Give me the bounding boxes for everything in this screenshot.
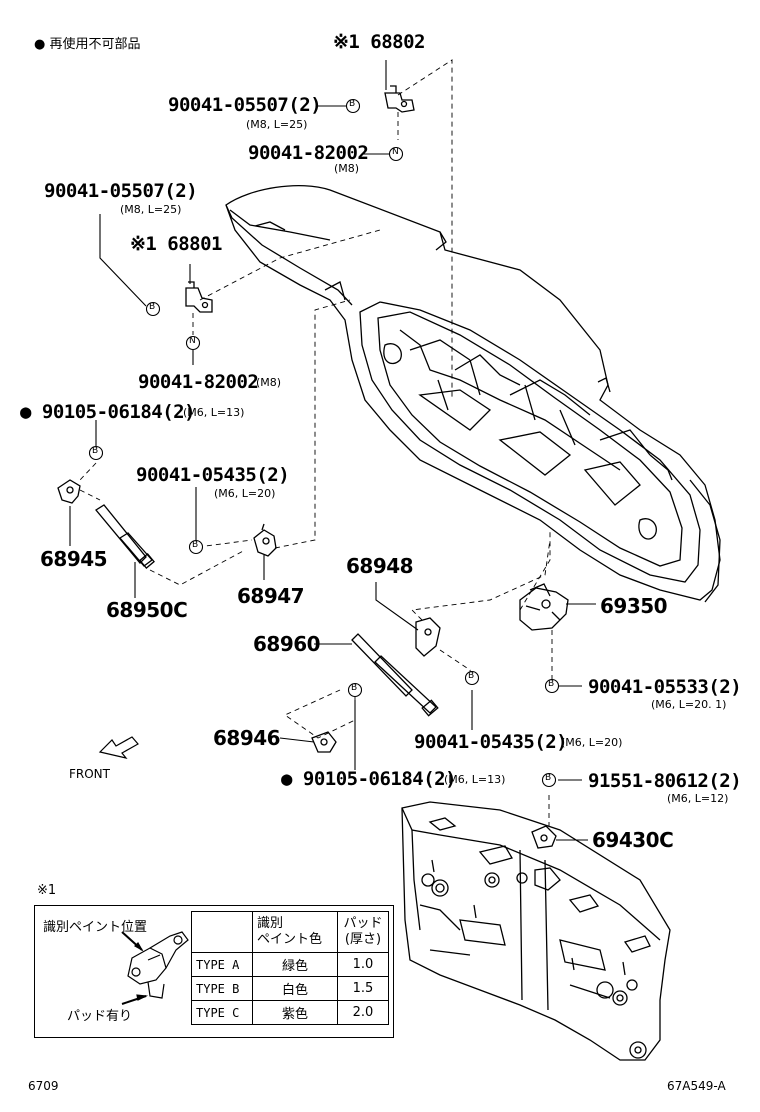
part-label-nut-lh: 90041-82002 [138,371,259,393]
legend-pad-cell: 1.0 [337,952,389,977]
part-spec-bolt-rh: (M8, L=25) [246,118,308,131]
bolt-callout-bracket-l [188,539,204,555]
non-reusable-note: ● 再使用不可部品 [34,37,141,52]
stud-callout-lower [347,682,363,698]
nut-callout-letter: N [189,336,196,346]
bolt-callout-letter: B [349,99,356,109]
nut-callout-rh [388,146,404,162]
striker-69430c [531,825,557,849]
stud-callout-upper [88,445,104,461]
part-label-bolt-lock: 90041-05533(2) [588,676,742,698]
bracket-68947 [253,523,277,557]
part-spec-bolt-bracket-l: (M6, L=20) [214,487,276,500]
legend-header-paint: 識別 ペイント色 [252,911,338,953]
legend-row: TYPE A 緑色 1.0 [191,952,389,977]
legend-pad-present: パッド有り [67,1009,133,1024]
bolt-callout-letter: B [548,679,555,689]
part-label-nut-rh: 90041-82002 [248,142,369,164]
bolt-callout-rh [345,98,361,114]
legend-row: TYPE B 白色 1.5 [191,976,389,1001]
part-label-bolt-striker: 91551-80612(2) [588,770,742,792]
legend-header-empty [191,911,253,953]
stay-68960 [351,633,439,717]
rear-body-panel [401,801,671,1061]
bracket-68948 [415,617,441,657]
bolt-callout-letter: B [351,683,358,693]
part-label-stud-lower: ● 90105-06184(2) [281,768,457,790]
footer-illustration-code: 67A549-A [667,1079,726,1093]
stay-68950c [95,504,155,569]
legend-hinge-illustration [121,931,189,1005]
nut-callout-letter: N [392,147,399,157]
part-label-bolt-bracket-r: 90041-05435(2) [414,731,568,753]
legend-paint-position: 識別ペイント位置 [43,920,148,935]
part-label-bolt-lh: 90041-05507(2) [44,180,198,202]
part-spec-stud-lower: (M6, L=13) [444,773,506,786]
part-spec-bolt-lock: (M6, L=20. 1) [651,698,727,711]
legend-table-header: 識別 ペイント色 パッド (厚さ) [191,911,389,953]
part-label-68945: 68945 [40,547,108,571]
front-arrow [98,736,139,759]
part-label-68802: ※1 68802 [333,31,426,53]
part-label-68946: 68946 [213,726,281,750]
legend-row: TYPE C 紫色 2.0 [191,1000,389,1025]
bolt-callout-bracket-r [464,670,480,686]
part-label-68801: ※1 68801 [130,233,223,255]
legend-color-cell: 紫色 [252,1000,338,1025]
bolt-callout-lh [145,301,161,317]
part-spec-nut-lh: (M8) [256,376,282,389]
part-label-68950c: 68950C [106,598,188,622]
part-label-69350: 69350 [600,594,668,618]
legend-type-table: 識別 ペイント色 パッド (厚さ) TYPE A 緑色 1.0 TYPE B 白… [191,911,389,1025]
part-label-stud-upper: ● 90105-06184(2) [20,401,196,423]
part-label-68947: 68947 [237,584,305,608]
hinge-68801 [185,281,213,313]
bracket-68946 [311,731,337,753]
legend-marker: ※1 [37,883,57,898]
bolt-callout-letter: B [92,446,99,456]
legend-type-cell: TYPE A [191,952,253,977]
bolt-callout-letter: B [468,671,475,681]
lock-69350 [519,583,569,631]
legend-type-cell: TYPE B [191,976,253,1001]
part-label-68948: 68948 [346,554,414,578]
bolt-callout-letter: B [545,773,552,783]
legend-pad-cell: 2.0 [337,1000,389,1025]
legend-box [34,905,394,1038]
part-spec-stud-upper: (M6, L=13) [183,406,245,419]
front-label: FRONT [69,767,110,781]
bolt-callout-lock [544,678,560,694]
part-spec-bolt-lh: (M8, L=25) [120,203,182,216]
bolt-callout-letter: B [149,302,156,312]
bolt-callout-letter: B [192,540,199,550]
part-label-69430c: 69430C [592,828,674,852]
legend-pad-cell: 1.5 [337,976,389,1001]
bracket-68945 [57,479,81,504]
hinge-68802 [384,85,415,113]
back-door-panel [225,185,721,603]
bolt-callout-striker [541,772,557,788]
part-spec-bolt-bracket-r: (M6, L=20) [561,736,623,749]
part-spec-bolt-striker: (M6, L=12) [667,792,729,805]
legend-header-pad: パッド (厚さ) [337,911,389,953]
legend-color-cell: 緑色 [252,952,338,977]
legend-color-cell: 白色 [252,976,338,1001]
part-label-68960: 68960 [253,632,321,656]
footer-page-code: 6709 [28,1079,59,1093]
part-label-bolt-rh: 90041-05507(2) [168,94,322,116]
legend-type-cell: TYPE C [191,1000,253,1025]
nut-callout-lh [185,335,201,351]
part-spec-nut-rh: (M8) [334,162,360,175]
part-label-bolt-bracket-l: 90041-05435(2) [136,464,290,486]
